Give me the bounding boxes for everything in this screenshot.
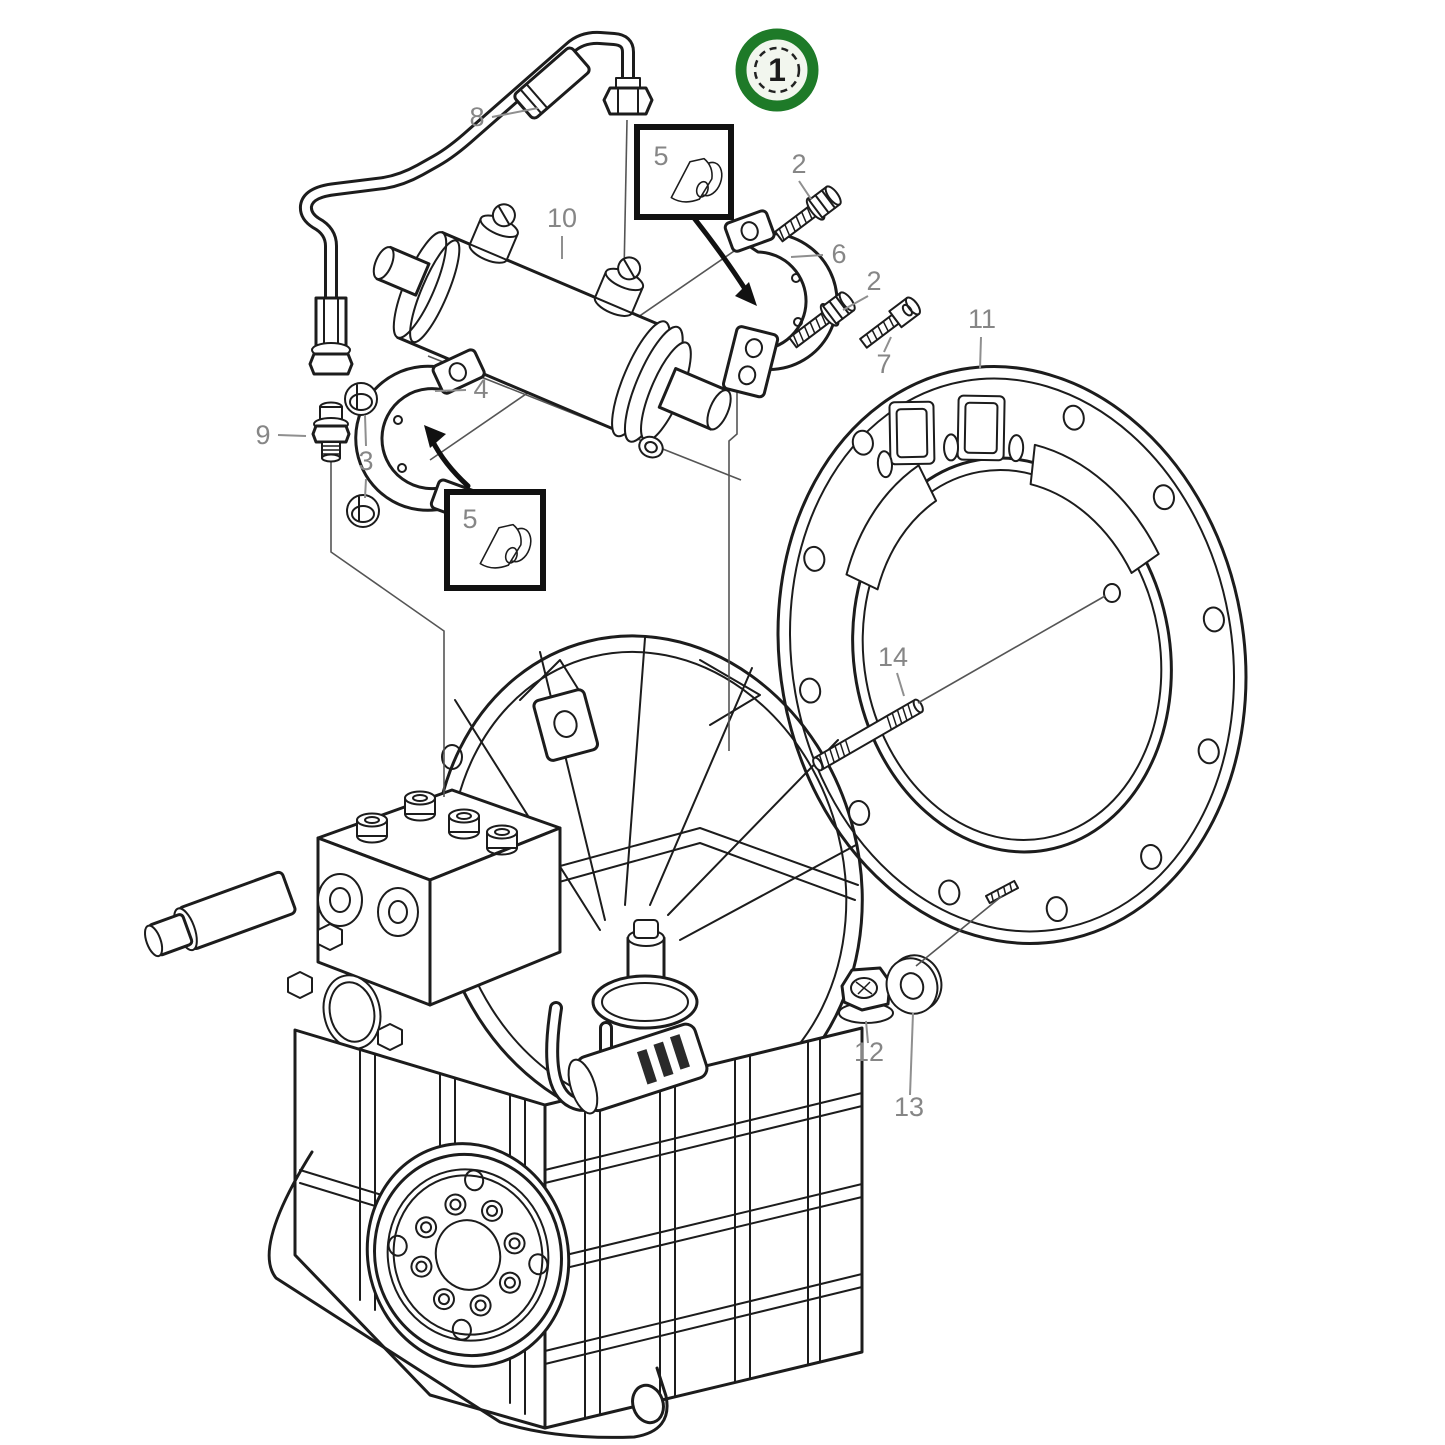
ring-cutouts bbox=[876, 394, 1025, 479]
callout-13: 13 bbox=[894, 1092, 924, 1122]
callout-6: 6 bbox=[831, 239, 846, 269]
output-flange bbox=[365, 1142, 571, 1368]
callout-labels: 8 10 5 2 6 2 7 11 4 9 3 5 14 12 13 bbox=[255, 102, 996, 1122]
flange-nut-12 bbox=[838, 966, 894, 1024]
callout-8: 8 bbox=[469, 102, 484, 132]
ring-arc-slots bbox=[845, 443, 1160, 591]
install-arrow-top bbox=[691, 215, 750, 295]
callout-5-top: 5 bbox=[653, 141, 668, 171]
solenoid-valve bbox=[567, 1022, 709, 1115]
callout-3: 3 bbox=[358, 446, 373, 476]
callout-4: 4 bbox=[473, 374, 488, 404]
badge-number: 1 bbox=[768, 52, 786, 88]
control-valve-block bbox=[144, 788, 562, 1051]
dome-nut-3-upper bbox=[344, 382, 378, 416]
dome-nut-3-lower bbox=[346, 494, 380, 528]
oil-filler-cap bbox=[591, 919, 699, 1030]
housing-lug bbox=[532, 688, 600, 762]
side-port bbox=[322, 974, 382, 1050]
callout-5-bottom: 5 bbox=[462, 504, 477, 534]
callout-11: 11 bbox=[968, 304, 996, 334]
flange-bolts bbox=[410, 1193, 526, 1317]
housing-stud bbox=[984, 879, 1020, 905]
figure-badge: 1 bbox=[735, 28, 819, 112]
ring-bolt-holes bbox=[799, 404, 1225, 923]
callout-9: 9 bbox=[255, 420, 270, 450]
mounting-foot bbox=[267, 1150, 669, 1439]
pipe-end-sleeve bbox=[308, 296, 354, 376]
callout-12: 12 bbox=[854, 1037, 884, 1067]
callout-10: 10 bbox=[547, 203, 577, 233]
callout-7: 7 bbox=[876, 349, 891, 379]
pipe-union-nut bbox=[602, 77, 654, 116]
callout-14: 14 bbox=[878, 642, 908, 672]
gearbox-assembly bbox=[144, 634, 1020, 1439]
adapter-ring bbox=[776, 365, 1248, 945]
stud-14 bbox=[812, 698, 924, 772]
bolt-7 bbox=[856, 294, 924, 353]
badge-dashed-circle bbox=[753, 46, 801, 94]
cooler-fitting-left bbox=[468, 203, 519, 264]
connector-fitting-9 bbox=[311, 401, 351, 463]
bolt-2-upper bbox=[770, 181, 846, 248]
detail-box-top bbox=[634, 124, 757, 306]
leader-lines bbox=[277, 107, 982, 1096]
ring-stud-hole bbox=[1103, 583, 1121, 603]
callout-2-upper: 2 bbox=[791, 149, 806, 179]
detail-box-bottom bbox=[424, 425, 546, 591]
pipe-sleeve bbox=[513, 46, 591, 120]
badge-ring bbox=[735, 28, 819, 112]
callout-2-lower: 2 bbox=[866, 266, 881, 296]
washer-13 bbox=[885, 954, 943, 1015]
oil-cooler-10 bbox=[372, 203, 732, 459]
selector-cylinder bbox=[144, 870, 297, 958]
block-hex-nuts bbox=[287, 923, 403, 1051]
oil-pipe-8 bbox=[298, 30, 654, 376]
cooler-fitting-right bbox=[593, 256, 645, 317]
